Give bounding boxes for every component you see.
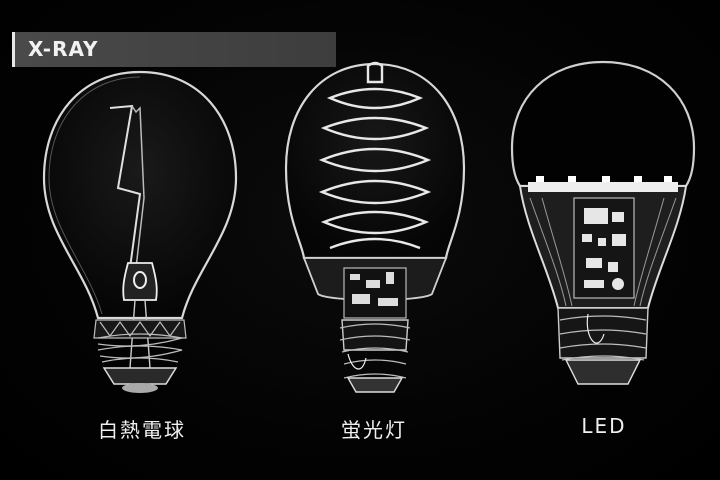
caption-incandescent: 白熱電球 (98, 418, 186, 442)
banner-label: X-RAY (28, 37, 99, 61)
led-bulb (508, 58, 698, 398)
incandescent-bulb (40, 68, 240, 398)
caption-fluorescent: 蛍光灯 (341, 418, 407, 442)
xray-banner: X-RAY (12, 32, 336, 67)
caption-led: LED (581, 414, 627, 438)
fluorescent-bulb (282, 58, 468, 398)
